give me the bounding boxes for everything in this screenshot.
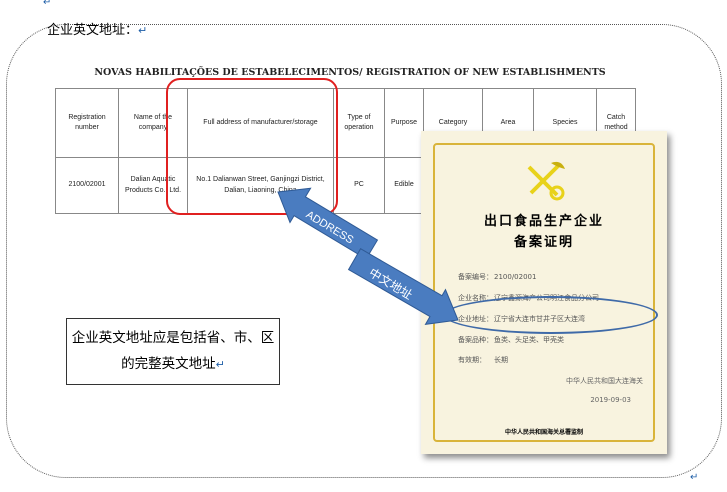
header-cell: Name of the company: [118, 88, 188, 158]
cert-issuer: 中华人民共和国大连海关: [566, 377, 643, 385]
cert-field: 备案编号：2100/02001: [458, 272, 536, 282]
cert-date: 2019-09-03: [590, 396, 631, 404]
field-label: 备案品种：: [458, 336, 493, 344]
cert-field: 有效期： 长期: [458, 355, 508, 365]
certificate-subtitle: 备案证明: [513, 235, 574, 250]
field-value: 鱼类、头足类、甲壳类: [494, 336, 564, 344]
table-title: NOVAS HABILITAÇÕES DE ESTABELECIMENTOS/ …: [94, 67, 606, 78]
field-label: 企业名称：: [458, 294, 493, 302]
note-box: 企业英文地址应是包括省、市、区的完整英文地址↵: [66, 318, 280, 385]
header-cell: Type of operation: [333, 88, 385, 158]
heading-text: 企业英文地址：: [47, 23, 139, 38]
address-highlight-box: [166, 78, 338, 215]
certificate-title: 出口食品生产企业: [483, 214, 604, 229]
cell: 2100/02001: [55, 157, 119, 214]
customs-emblem-icon: [527, 161, 565, 201]
page-frame: [6, 24, 722, 478]
chinese-address-arrow: [347, 248, 459, 325]
paragraph-mark: ↵: [215, 358, 225, 371]
cell: Edible: [384, 157, 424, 214]
paragraph-mark: ↵: [690, 472, 699, 483]
cert-footer: 中华人民共和国海关总署监制: [504, 429, 583, 436]
field-label: 备案编号：: [458, 273, 493, 281]
cell: PC: [333, 157, 385, 214]
section-heading: 企业英文地址：↵: [47, 19, 147, 38]
field-value: 2100/02001: [494, 273, 537, 281]
note-text: 企业英文地址应是包括省、市、区的完整英文地址: [71, 330, 275, 372]
field-value: 长期: [494, 356, 508, 364]
paragraph-mark: ↵: [43, 0, 52, 8]
cert-field: 备案品种：鱼类、头足类、甲壳类: [458, 335, 564, 345]
paragraph-mark: ↵: [138, 24, 148, 37]
field-label: 有效期：: [458, 356, 486, 364]
